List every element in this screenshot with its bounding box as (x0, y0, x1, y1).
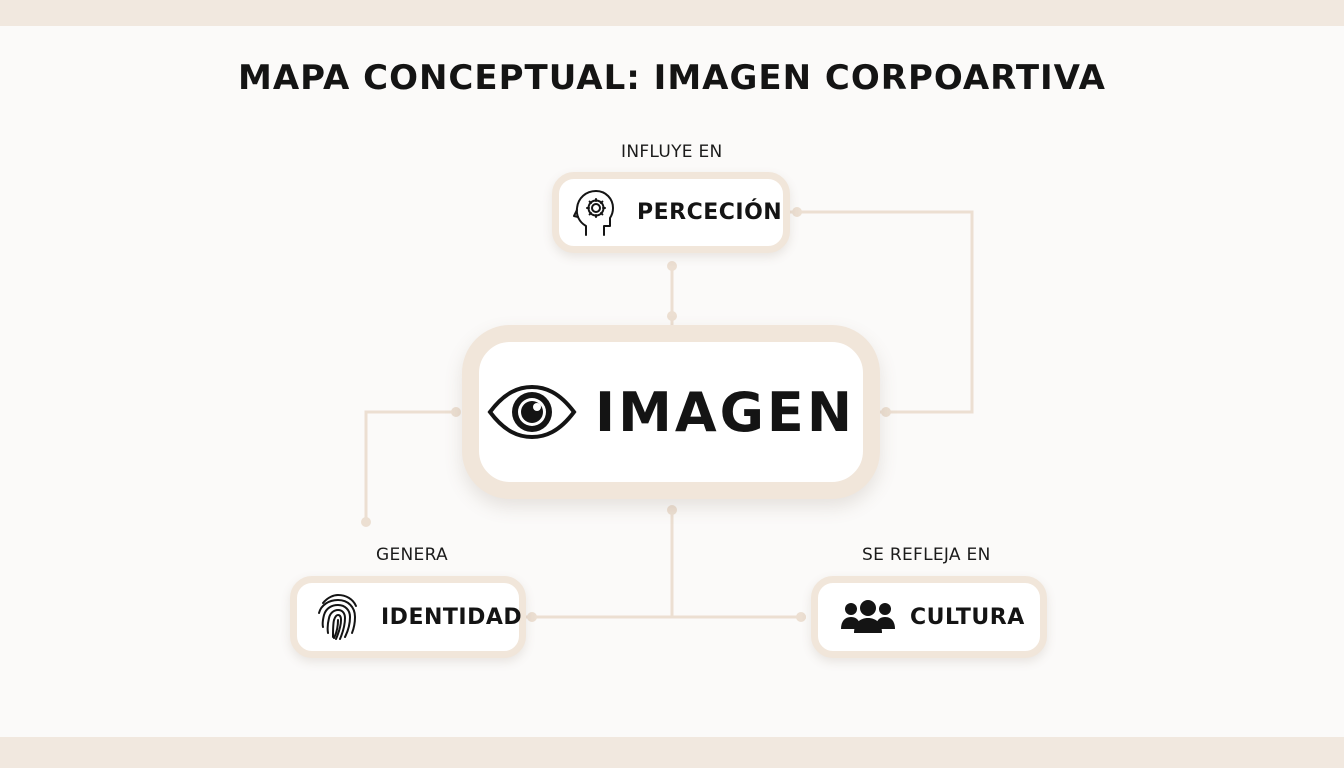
node-percepcion[interactable]: PERCECIÓN (552, 172, 790, 253)
node-imagen[interactable]: IMAGEN (462, 325, 880, 499)
node-identidad[interactable]: IDENTIDAD (290, 576, 526, 658)
node-cultura[interactable]: CULTURA (811, 576, 1047, 658)
eye-icon (487, 382, 577, 442)
node-cultura-label: CULTURA (910, 604, 1025, 630)
connector-dot (667, 505, 677, 515)
node-percepcion-label: PERCECIÓN (637, 200, 783, 225)
connector-dot (881, 407, 891, 417)
connector-dot (667, 311, 677, 321)
edge-label-genera: GENERA (376, 545, 448, 565)
edge-label-se-refleja: SE REFLEJA EN (862, 545, 991, 565)
fingerprint-icon (311, 590, 365, 644)
node-imagen-label: IMAGEN (594, 380, 856, 444)
connector-dot (667, 261, 677, 271)
node-identidad-label: IDENTIDAD (381, 604, 523, 630)
people-group-icon (838, 590, 898, 644)
diagram-title: MAPA CONCEPTUAL: IMAGEN CORPOARTIVA (238, 58, 1106, 98)
connector-dot (361, 517, 371, 527)
connector-percepcion-right-loop (789, 210, 974, 414)
bottom-band (0, 737, 1344, 768)
connector-dot (527, 612, 537, 622)
connector-dot (792, 207, 802, 217)
connector-central-identidad (364, 410, 458, 522)
top-band (0, 0, 1344, 26)
connector-dot (451, 407, 461, 417)
edge-label-influye: INFLUYE EN (621, 142, 723, 162)
head-gear-icon (569, 186, 623, 240)
connector-dot (796, 612, 806, 622)
